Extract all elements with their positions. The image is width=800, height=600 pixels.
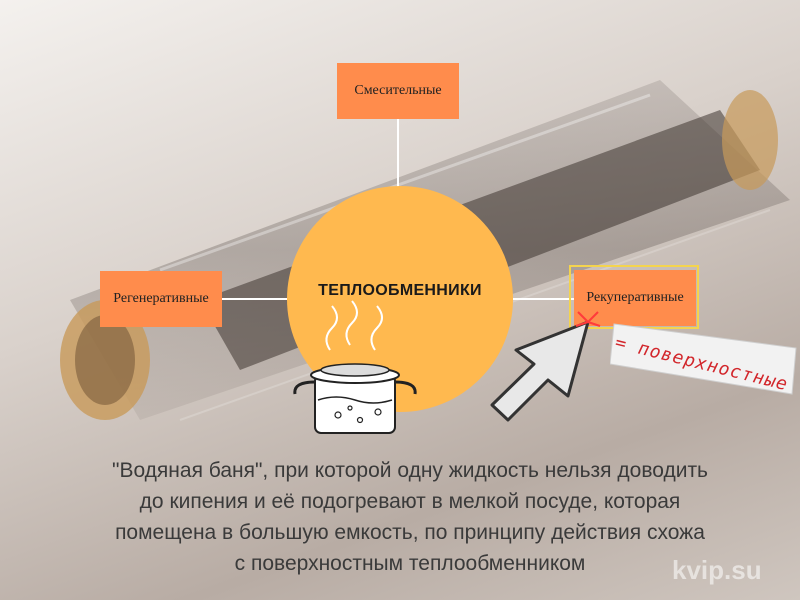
center-title: ТЕПЛООБМЕННИКИ: [318, 282, 482, 299]
torn-paper-note: [610, 323, 797, 395]
watermark: kvip.su: [672, 555, 762, 585]
box-mixing: Смесительные: [337, 63, 459, 119]
caption-text: "Водяная баня", при которой одну жидкост…: [112, 459, 708, 575]
box-regenerative: Регенеративные: [100, 271, 222, 327]
